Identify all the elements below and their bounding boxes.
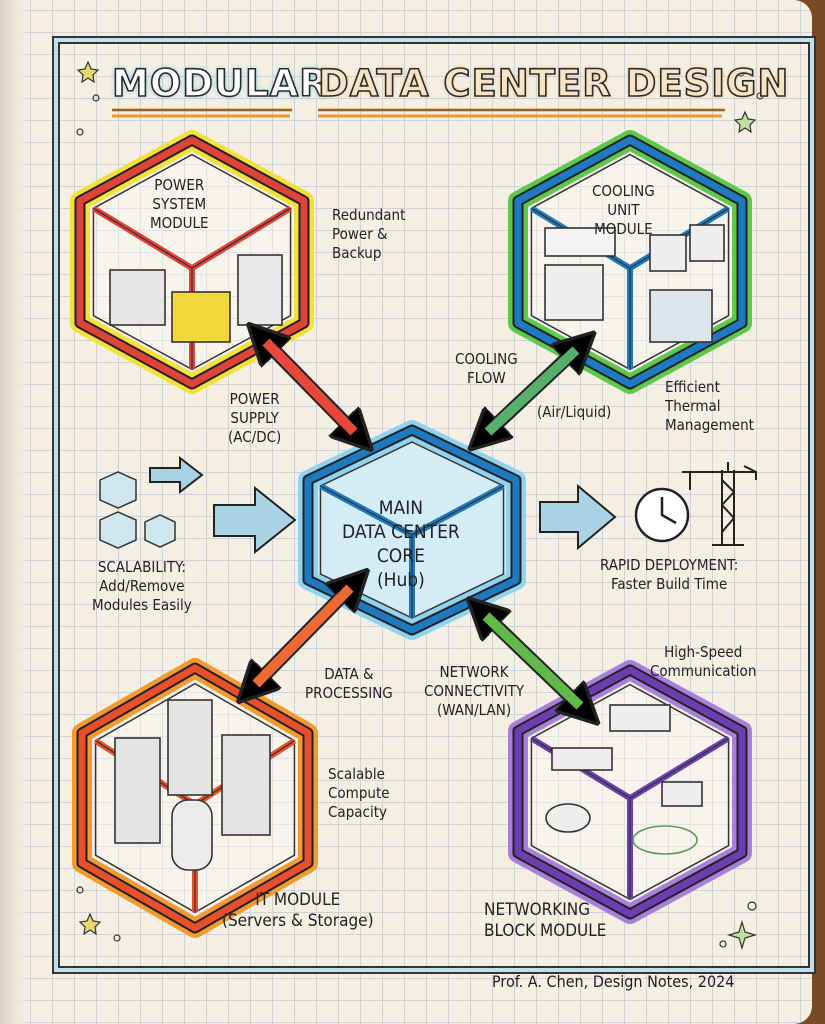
fan-icon — [689, 224, 725, 262]
label-line: BLOCK MODULE — [484, 921, 607, 941]
fan-icon — [649, 234, 687, 272]
wireless-ap-icon — [661, 781, 703, 807]
note-line: High-Speed — [664, 643, 743, 661]
label-line: (WAN/LAN) — [436, 701, 512, 719]
title-modular: MODULAR — [111, 61, 329, 106]
label-line: SCALABILITY: — [97, 558, 186, 576]
cooling-flow-sublabel: (Air/Liquid) — [537, 403, 612, 421]
networking-module-label: NETWORKING BLOCK MODULE — [484, 900, 606, 942]
network-module-cube — [508, 660, 752, 924]
cube-edge — [78, 664, 312, 932]
note-line: Communication — [650, 662, 757, 680]
module-blocks-icon — [99, 471, 176, 549]
note-line: Thermal — [665, 397, 721, 415]
label-line: MODULE — [594, 220, 653, 238]
label-line: SYSTEM — [152, 195, 207, 213]
signature: Prof. A. Chen, Design Notes, 2024 — [492, 972, 735, 991]
label-line: (AC/DC) — [228, 428, 282, 446]
scalability-arrow — [149, 455, 297, 555]
notebook-spine — [0, 0, 30, 1024]
label-line: NETWORK — [439, 663, 509, 681]
rapid-deployment-note: RAPID DEPLOYMENT: Faster Build Time — [600, 556, 738, 594]
note-line: Scalable — [328, 765, 385, 783]
cube-edge — [514, 666, 746, 918]
label-line: COOLING — [592, 182, 655, 200]
power-module-label: POWER SYSTEM MODULE — [150, 176, 209, 233]
data-processing-arrow — [252, 584, 354, 688]
cube-inner-lines — [320, 485, 504, 618]
cooling-flow-label: COOLING FLOW — [455, 350, 518, 388]
it-module-label: IT MODULE (Servers & Storage) — [222, 890, 374, 932]
label-line: COOLING — [455, 350, 518, 368]
radiator-icon — [649, 289, 713, 343]
cooling-module-note: Efficient Thermal Management — [665, 378, 754, 435]
rack-switch-icon — [551, 747, 613, 771]
deployment-arrow — [539, 483, 617, 551]
battery-icon — [109, 269, 166, 326]
label-line: MAIN — [378, 497, 424, 519]
core-module-label: MAIN DATA CENTER CORE (Hub) — [342, 496, 460, 592]
title-data-center-design: DATA CENTER DESIGN — [317, 61, 790, 106]
power-supply-arrow — [262, 338, 358, 436]
label-line: PROCESSING — [305, 684, 393, 702]
note-line: Compute — [328, 784, 390, 802]
server-rack-icon — [114, 737, 161, 844]
label-line: CORE — [376, 545, 425, 567]
label-line: (Servers & Storage) — [222, 911, 374, 931]
outdoor-fan-unit-icon — [544, 264, 604, 321]
note-line: Backup — [332, 244, 382, 262]
note-line: Power & — [332, 225, 388, 243]
cube-edge — [514, 136, 746, 388]
note-line: Management — [665, 416, 754, 434]
cooling-module-label: COOLING UNIT MODULE — [592, 182, 655, 239]
label-line: POWER — [229, 390, 280, 408]
cooling-module-cube — [508, 130, 752, 394]
label-line: RAPID DEPLOYMENT: — [600, 556, 739, 574]
page-frame — [58, 42, 810, 968]
ac-unit-icon — [544, 227, 616, 257]
networking-module-note: High-Speed Communication — [650, 643, 756, 681]
clock-icon — [634, 487, 690, 543]
server-rack-icon — [221, 734, 271, 836]
label-line: DATA CENTER — [342, 521, 460, 543]
scalability-note: SCALABILITY: Add/Remove Modules Easily — [92, 558, 192, 615]
label-line: Modules Easily — [92, 596, 192, 614]
cube-edge — [76, 136, 308, 388]
note-line: Efficient — [665, 378, 720, 396]
cube-edge — [304, 426, 520, 634]
server-rack-icon — [167, 699, 213, 796]
power-supply-label: POWER SUPPLY (AC/DC) — [228, 390, 281, 447]
label-line: Add/Remove — [99, 577, 185, 595]
label-line: DATA & — [324, 665, 374, 683]
router-icon — [545, 803, 591, 833]
note-line: Redundant — [332, 206, 406, 224]
label-line: SUPPLY — [230, 409, 279, 427]
label-line: POWER — [154, 176, 205, 194]
network-switch-icon — [609, 704, 671, 732]
label-line: Faster Build Time — [611, 575, 728, 593]
label-line: IT MODULE — [255, 890, 341, 910]
data-processing-label: DATA & PROCESSING — [305, 665, 393, 703]
ups-cabinet-icon — [237, 254, 283, 326]
power-module-note: Redundant Power & Backup — [332, 206, 405, 263]
label-line: MODULE — [150, 214, 209, 232]
it-module-note: Scalable Compute Capacity — [328, 765, 390, 822]
network-connectivity-arrow — [482, 612, 584, 710]
label-line: FLOW — [467, 369, 506, 387]
generator-icon — [171, 291, 231, 343]
star-doodles — [76, 60, 764, 951]
label-line: CONNECTIVITY — [424, 682, 525, 700]
label-line: NETWORKING — [484, 900, 591, 920]
cable-coil-icon — [632, 825, 698, 855]
title-underline — [112, 108, 725, 118]
database-icon — [171, 799, 213, 871]
label-line: (Hub) — [376, 569, 425, 591]
note-line: Capacity — [328, 803, 387, 821]
label-line: UNIT — [607, 201, 640, 219]
network-connectivity-label: NETWORK CONNECTIVITY (WAN/LAN) — [424, 663, 524, 720]
crane-icon — [682, 462, 757, 546]
cooling-flow-arrow — [484, 346, 580, 436]
